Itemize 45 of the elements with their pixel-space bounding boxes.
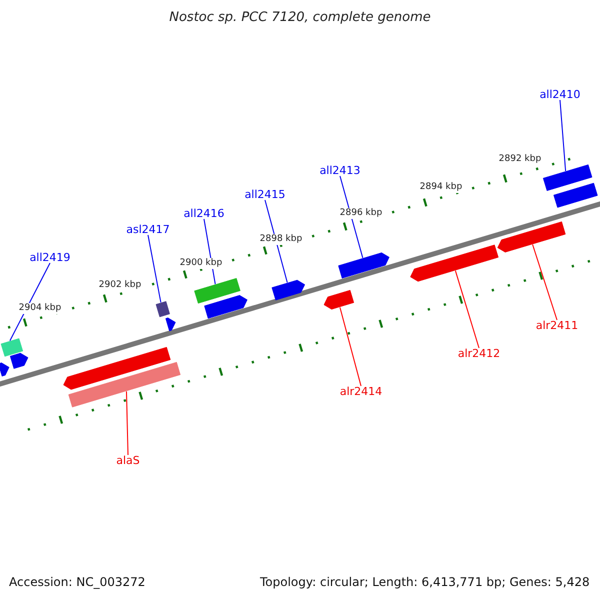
gene-block [0,362,10,376]
gene-label: all2415 [244,189,286,200]
leader-line [126,390,128,456]
scale-label: 2898 kbp [258,234,304,245]
gene-block [410,244,499,282]
gene-label: asl2417 [126,224,170,235]
leader-line [9,262,50,342]
gene-label: alaS [116,455,140,466]
leader-line [264,200,288,283]
footer-note: Topology: circular; Length: 6,413,771 bp; Genes: 5,428 [260,576,590,588]
leader-line [532,244,558,320]
gene-label: alr2414 [340,386,382,397]
leader-line [560,100,566,172]
leader-line [454,270,480,348]
gene-block [324,290,354,310]
gene-block [497,221,566,252]
gene-label: all2416 [184,208,224,219]
leader-line [339,306,362,386]
scale-label: 2892 kbp [498,154,542,165]
leader-line [148,234,162,303]
gene-bar [0,338,24,357]
gene-block [204,295,248,319]
footer-note: Accession: NC_003272 [9,576,146,588]
leader-line [340,176,364,258]
gene-block [338,252,390,278]
gene-label: all2419 [30,252,70,263]
gene-label: all2410 [540,89,580,100]
gene-block [63,346,171,390]
scale-label: 2902 kbp [98,280,142,291]
gene-label: alr2411 [536,320,578,331]
scale-label: 2896 kbp [338,208,384,219]
gene-label: all2413 [320,165,360,176]
map-title: Nostoc sp. PCC 7120, complete genome [169,11,431,24]
gene-label: alr2412 [458,348,500,359]
gene-bar [194,278,240,304]
gene-bar [542,164,592,191]
gene-block [10,352,28,369]
gene-block [272,280,306,300]
scale-label: 2900 kbp [178,258,224,269]
gene-bar [553,182,598,208]
scale-label: 2904 kbp [18,303,62,314]
scale-label: 2894 kbp [418,182,464,193]
gene-block [165,318,176,332]
gene-bar [68,362,181,408]
gene-bar [156,301,170,318]
